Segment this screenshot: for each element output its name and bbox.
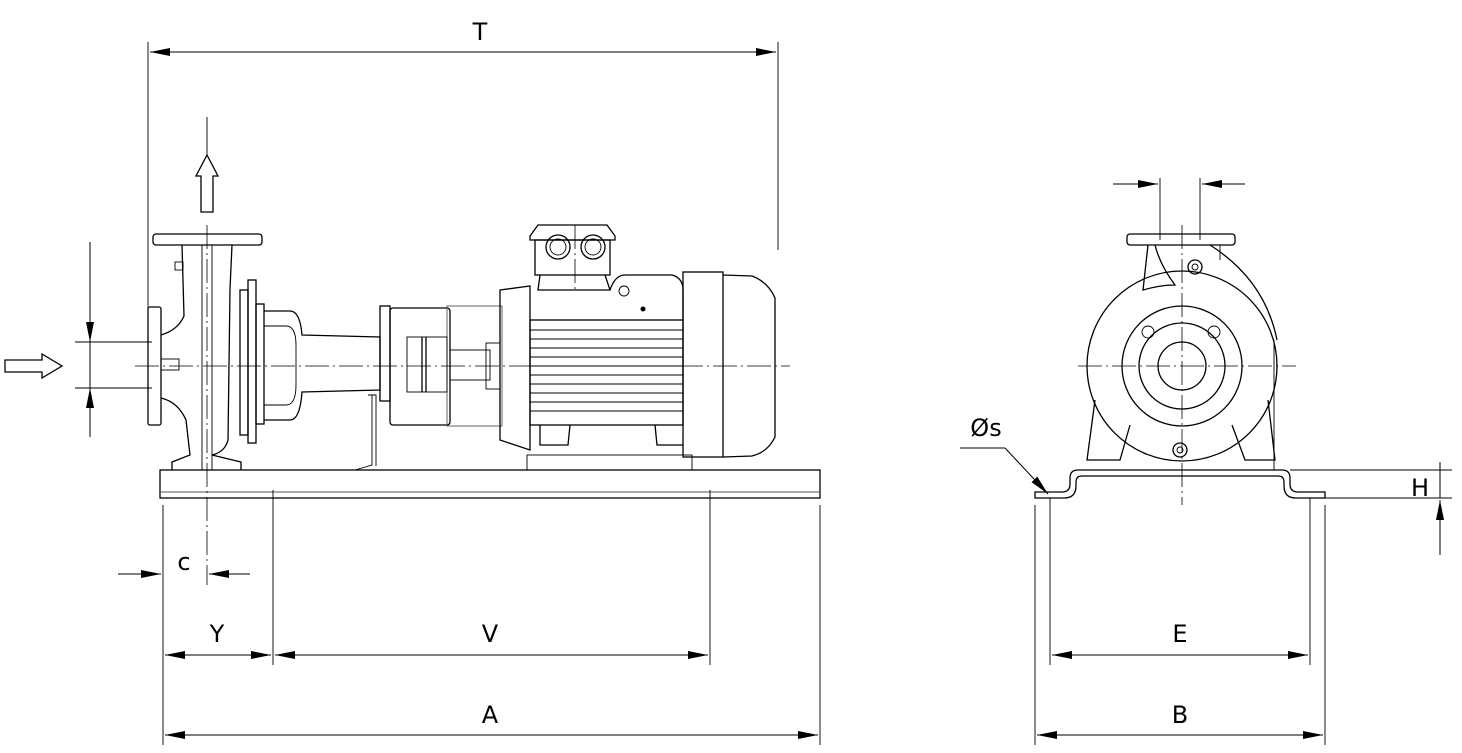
lower-dimensions: c Y V A xyxy=(118,490,821,745)
side-view: T xyxy=(4,18,821,745)
dimension-label-V: V xyxy=(482,620,499,648)
outlet-width-dimension xyxy=(1113,178,1245,240)
dimension-label-Y: Y xyxy=(209,620,225,648)
dimension-label-A: A xyxy=(482,701,499,729)
dimension-label-H: H xyxy=(1411,474,1429,502)
front-lower-dimensions: E B xyxy=(1034,498,1326,745)
dimension-label-E: E xyxy=(1172,620,1187,648)
motor xyxy=(485,224,776,471)
inlet-flow-arrow-icon xyxy=(4,352,64,380)
pump-casing xyxy=(147,233,381,470)
dimension-T: T xyxy=(147,18,779,320)
front-baseplate xyxy=(1034,469,1326,499)
dimension-label-s: Øs xyxy=(970,414,1001,442)
motor-fins xyxy=(529,319,684,426)
front-view: Øs H E B xyxy=(960,178,1452,745)
dimension-label-T: T xyxy=(472,18,488,46)
inlet-diameter-dimension xyxy=(75,242,152,437)
dimension-label-c: c xyxy=(177,548,190,576)
hole-diameter-callout: Øs xyxy=(960,414,1049,495)
coupling-guard xyxy=(354,305,503,471)
baseplate xyxy=(159,469,821,499)
dimension-H: H xyxy=(1290,462,1452,555)
dimension-label-B: B xyxy=(1172,701,1188,729)
outlet-flow-arrow-icon xyxy=(194,117,220,213)
